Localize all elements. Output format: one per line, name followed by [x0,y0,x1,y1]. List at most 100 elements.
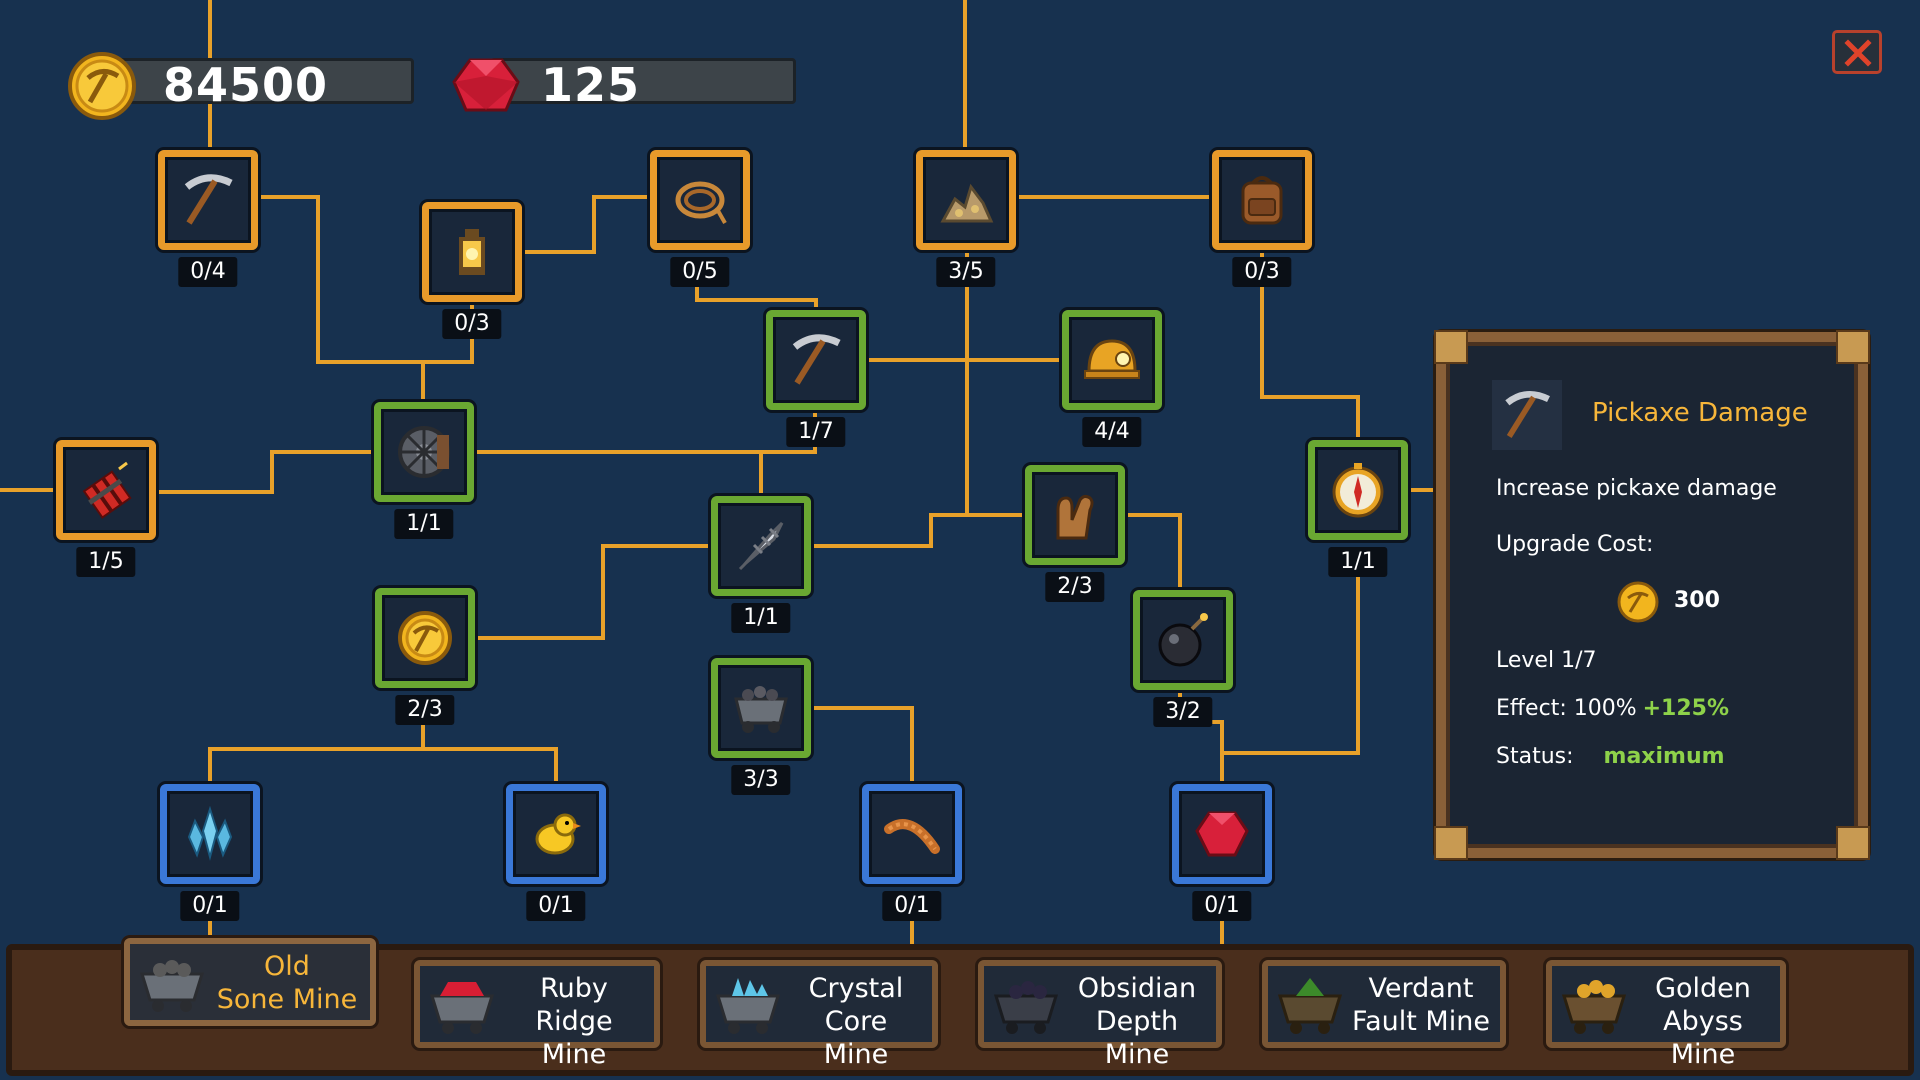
skill-node-crystal[interactable]: 0/1 [160,784,260,921]
skill-node-ore-pile[interactable]: 3/5 [916,150,1016,287]
gem-counter: 125 [450,50,796,112]
lantern-icon [459,229,485,275]
skill-level-count: 4/4 [1082,417,1142,447]
panel-corner [1836,330,1870,364]
skill-status: Status: maximum [1496,744,1725,769]
skill-level-count: 0/1 [180,891,240,921]
compass-icon [1332,463,1384,518]
skill-level-count: 2/3 [1045,572,1105,602]
gold-coin-icon [398,611,452,665]
pickaxe-icon [1505,391,1550,438]
skill-level-count: 0/3 [442,309,502,339]
panel-corner [1434,826,1468,860]
pickaxe-icon [184,174,233,225]
skill-node-drill[interactable]: 1/1 [711,496,811,633]
skill-node-rope[interactable]: 0/5 [650,150,750,287]
skill-node-pickaxe-damage[interactable]: 1/7 [766,310,866,447]
crystal-icon [187,805,233,861]
close-button[interactable] [1832,30,1882,74]
skill-info-panel: Pickaxe Damage Increase pickaxe damage U… [1434,330,1870,860]
skill-node-compass[interactable]: 1/1 [1308,440,1408,577]
skill-level-count: 3/3 [731,765,791,795]
gold-amount: 84500 [163,58,329,112]
effect-bonus: +125% [1642,696,1730,721]
skill-level-count: 2/3 [395,695,455,725]
status-value: maximum [1603,744,1725,769]
rope-icon [675,181,727,224]
mining-helmet-icon [1084,339,1140,379]
skill-level-count: 3/2 [1153,697,1213,727]
skill-icon-box [1492,380,1562,450]
skill-node-wheel[interactable]: 1/1 [374,402,474,539]
skill-level-count: 0/1 [882,891,942,921]
gem-amount: 125 [541,58,641,112]
skill-level-count: 1/5 [76,547,136,577]
gloves-icon [1056,494,1094,540]
minecart-icon [429,982,495,1034]
skill-level-text: Level 1/7 [1496,648,1597,673]
skill-level-count: 1/1 [394,509,454,539]
skill-node-bomb[interactable]: 3/2 [1133,590,1233,727]
skill-node-pickaxe[interactable]: 0/4 [158,150,258,287]
skill-level-count: 1/7 [786,417,846,447]
skill-level-count: 0/1 [526,891,586,921]
upgrade-cost-label: Upgrade Cost: [1496,532,1654,557]
skill-node-ruby[interactable]: 0/1 [1172,784,1272,921]
minecart-icon [715,978,781,1034]
skill-level-count: 1/1 [731,603,791,633]
minecart-icon [139,960,205,1012]
skill-node-gold-coin[interactable]: 2/3 [375,588,475,725]
dynamite-icon [82,461,132,519]
skill-level-count: 1/1 [1328,547,1388,577]
skill-node-dynamite[interactable]: 1/5 [56,440,156,577]
effect-label: Effect: 100% [1496,696,1637,721]
skill-node-backpack[interactable]: 0/3 [1212,150,1312,287]
skill-node-gloves[interactable]: 2/3 [1025,465,1125,602]
bomb-icon [1158,613,1208,667]
skill-level-count: 0/1 [1192,891,1252,921]
minecart-icon [993,981,1059,1034]
minecart-icon [734,686,788,733]
skill-title: Pickaxe Damage [1592,398,1808,428]
skill-node-lantern[interactable]: 0/3 [422,202,522,339]
gold-counter: 84500 [66,50,414,120]
ruby-gem-icon [452,58,520,112]
skill-node-canary[interactable]: 0/1 [506,784,606,921]
skill-node-worm[interactable]: 0/1 [862,784,962,921]
minecart-icon [1277,978,1343,1034]
pickaxe-icon [792,334,841,385]
skill-description: Increase pickaxe damage [1496,476,1777,501]
panel-corner [1836,826,1870,860]
skill-level-count: 0/5 [670,257,730,287]
skill-effect: Effect: 100%+125% [1496,696,1729,721]
panel-corner [1434,330,1468,364]
gold-coin-icon [1617,581,1659,623]
skill-node-helmet[interactable]: 4/4 [1062,310,1162,447]
ruby-icon [1195,811,1249,857]
drill-bit-icon [738,521,784,571]
gold-pickaxe-coin-icon [68,52,136,120]
close-x-icon [1844,39,1872,67]
worm-icon [884,819,940,854]
skill-level-count: 0/3 [1232,257,1292,287]
canary-icon [535,813,581,855]
ore-pile-icon [940,183,994,223]
status-label: Status: [1496,744,1574,769]
minecart-icon [1561,980,1627,1034]
backpack-icon [1241,176,1283,225]
upgrade-cost-value: 300 [1674,588,1720,613]
skill-level-count: 0/4 [178,257,238,287]
skill-node-minecart[interactable]: 3/3 [711,658,811,795]
skill-level-count: 3/5 [936,257,996,287]
